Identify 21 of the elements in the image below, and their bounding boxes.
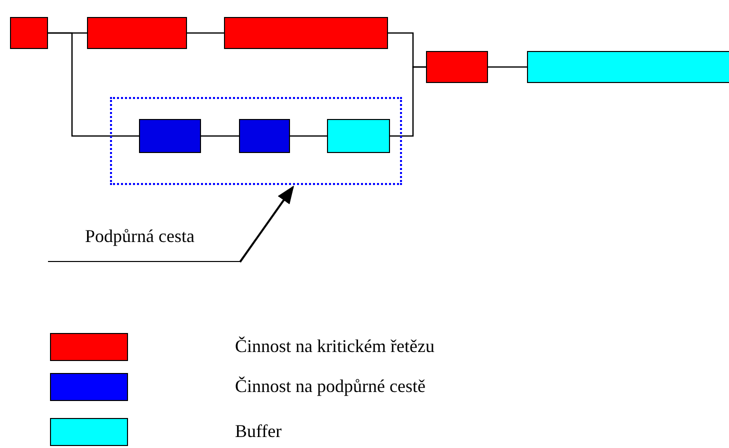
legend-text: Činnost na kritickém řetězu <box>235 336 434 357</box>
legend-text: Buffer <box>235 421 282 442</box>
activity-box <box>527 51 729 83</box>
path-label: Podpůrná cesta <box>85 226 194 247</box>
activity-box <box>224 17 388 49</box>
activity-box <box>426 51 488 83</box>
connector-line <box>290 135 327 137</box>
connector-line <box>201 135 239 137</box>
leader-arrow <box>239 186 294 263</box>
activity-box <box>87 17 187 49</box>
connector-line <box>488 66 527 68</box>
connector-line <box>187 32 224 34</box>
underlined-label <box>48 226 240 262</box>
activity-box <box>10 17 48 49</box>
connector-line <box>48 32 139 137</box>
activity-box <box>327 119 390 153</box>
legend-text: Činnost na podpůrné cestě <box>235 376 426 397</box>
dotted-group-frame <box>110 97 402 185</box>
connector-line <box>390 66 426 137</box>
activity-box <box>239 119 290 153</box>
activity-box <box>139 119 201 153</box>
